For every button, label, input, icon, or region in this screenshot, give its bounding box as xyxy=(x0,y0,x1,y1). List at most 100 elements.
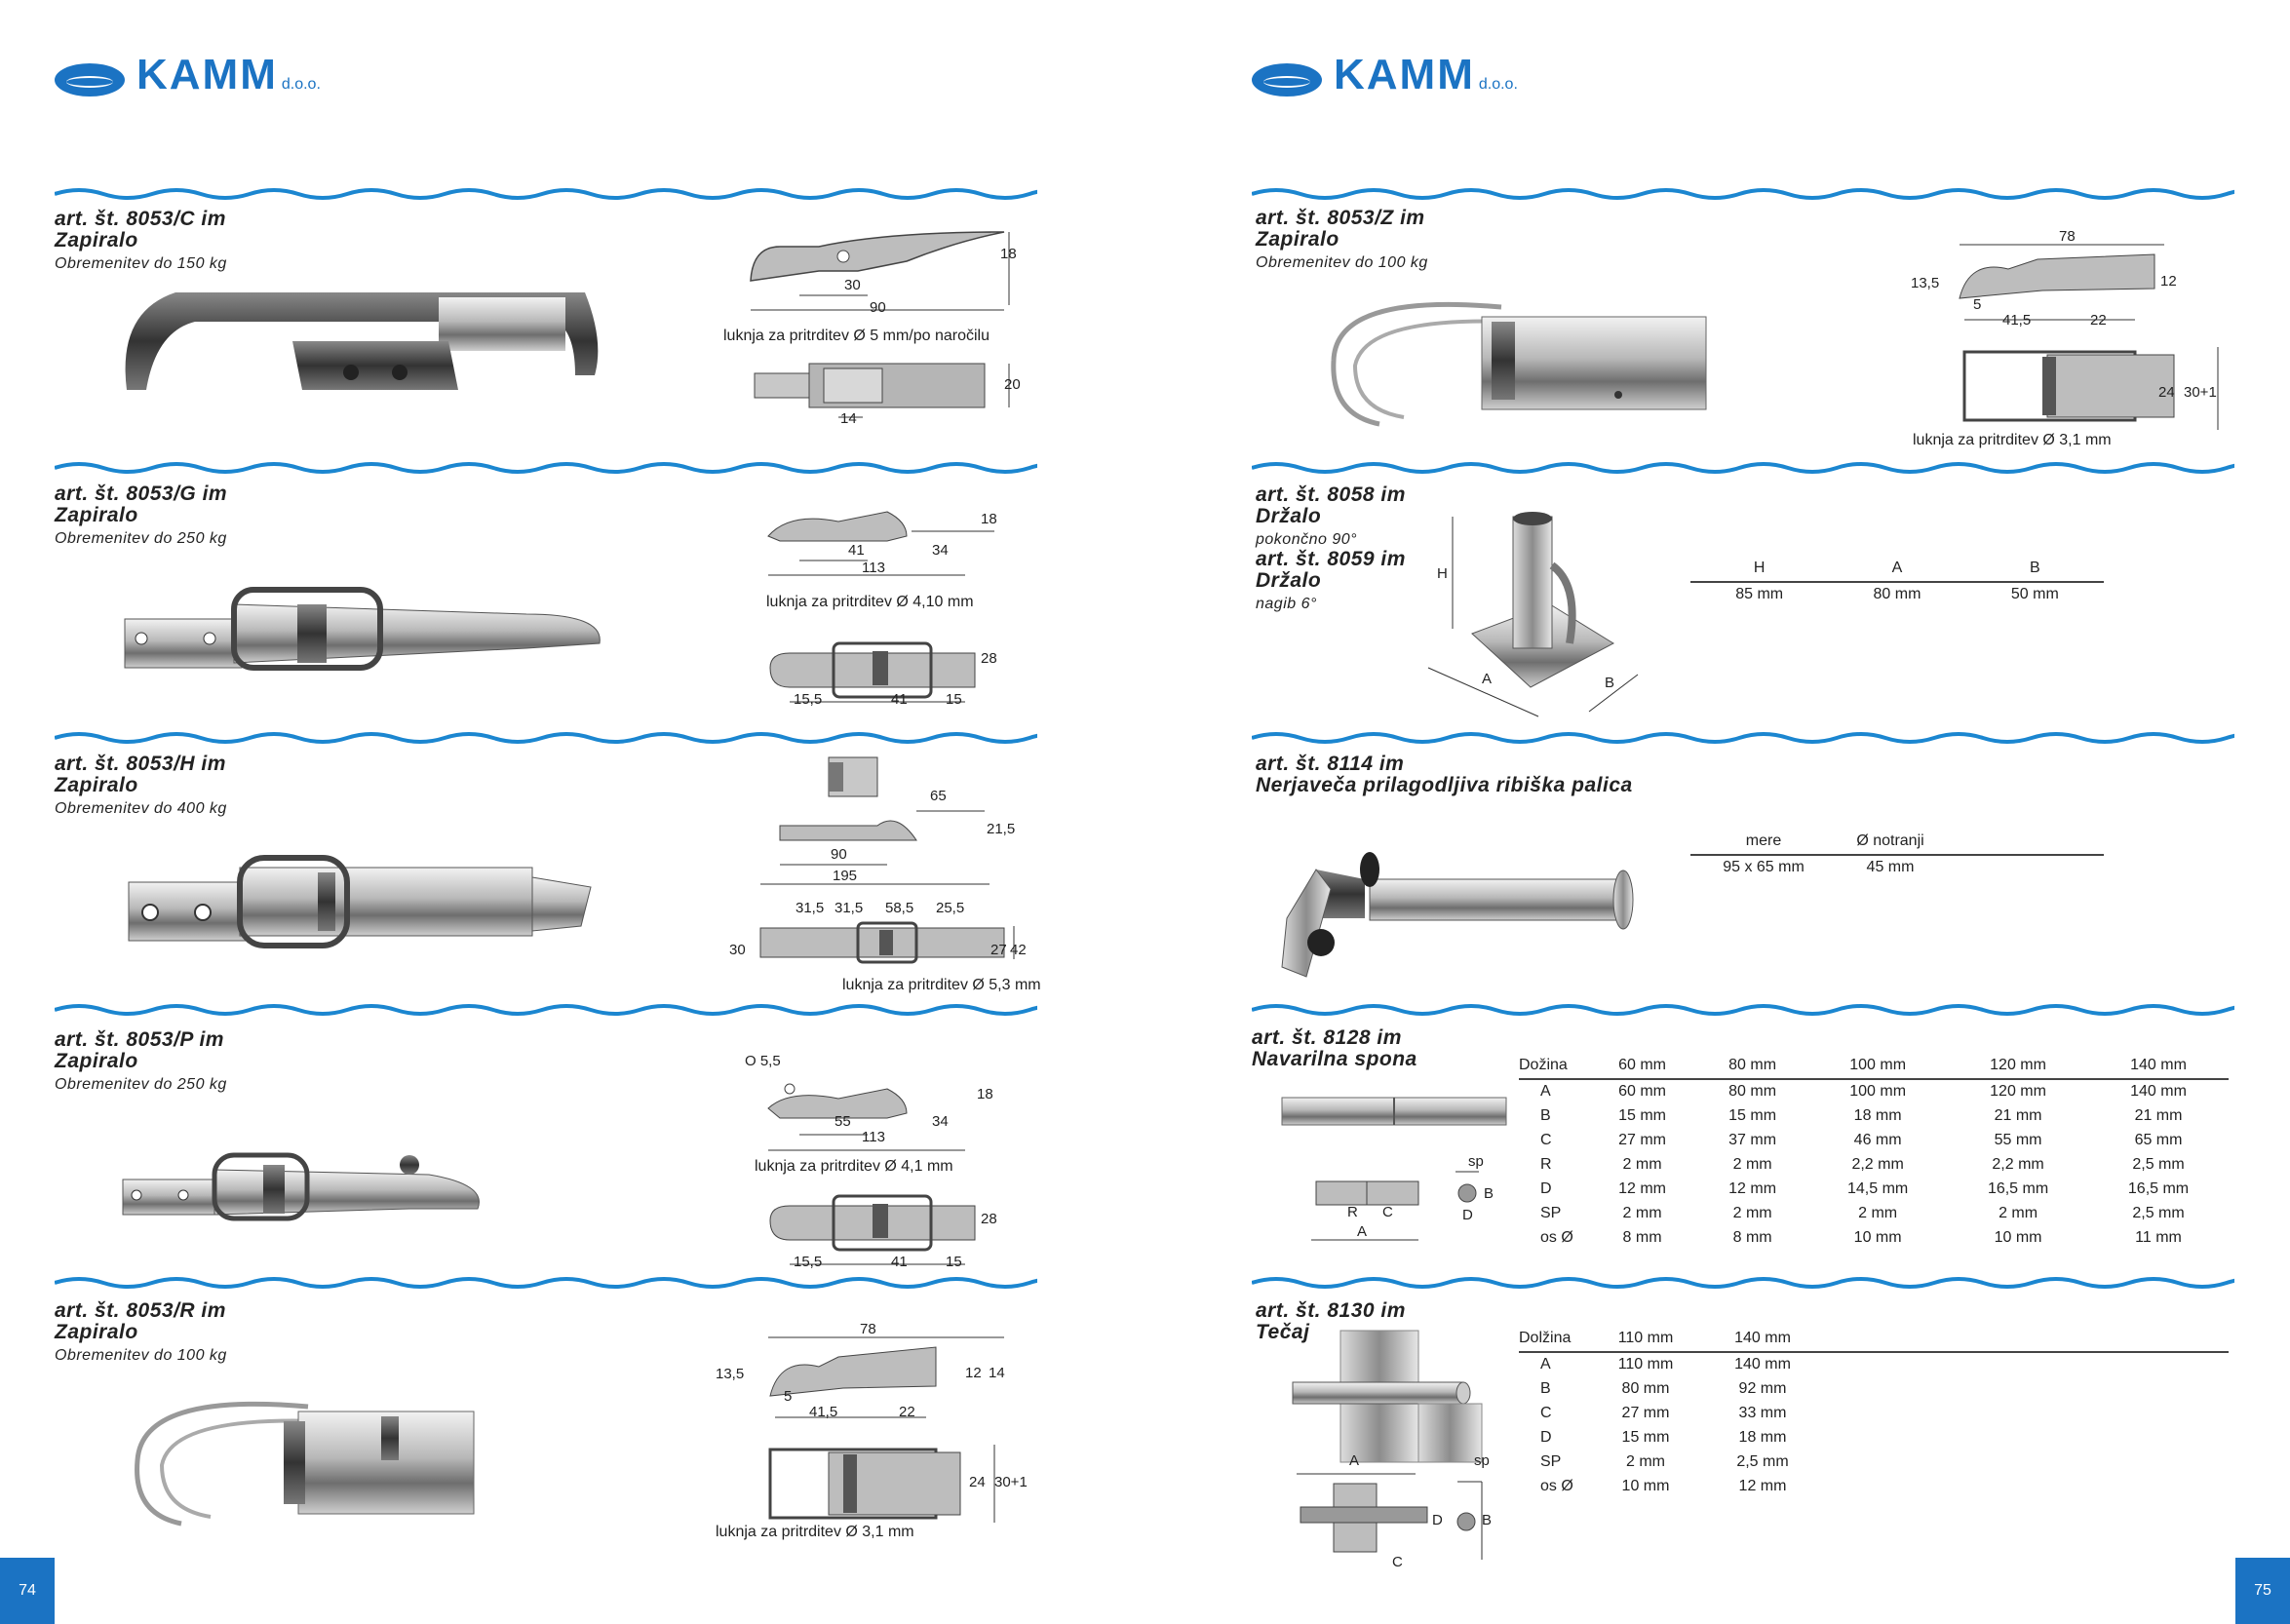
brand-name: KAMM xyxy=(136,51,278,98)
table-row: 95 x 65 mm 45 mm xyxy=(1723,859,1915,875)
table-cell: 80 mm xyxy=(1728,1083,1777,1100)
table-header: 110 mm xyxy=(1587,1328,1704,1353)
product-photo-8053p xyxy=(122,1152,480,1221)
dim-label: 18 xyxy=(981,511,997,527)
wave-divider xyxy=(55,462,1037,474)
dim-label: 90 xyxy=(870,299,886,316)
product-code: art. št. 8053/G im xyxy=(55,483,228,505)
product-title-8053r: art. št. 8053/R im Zapiralo Obremenitev … xyxy=(55,1300,227,1367)
row-label: C xyxy=(1540,1132,1552,1148)
spec-table-8058: H A B 85 mm 80 mm 50 mm xyxy=(1690,558,2104,607)
table-cell: 15 mm xyxy=(1618,1107,1666,1124)
table-header: 100 mm xyxy=(1807,1055,1949,1080)
table-cell: 16,5 mm xyxy=(1987,1180,2049,1197)
row-label: R xyxy=(1540,1156,1552,1173)
product-photo-8130 xyxy=(1292,1330,1483,1560)
product-photo-8053z xyxy=(1331,301,1707,427)
dim-label: C xyxy=(1392,1554,1403,1570)
row-label: os Ø xyxy=(1540,1229,1573,1246)
wave-divider xyxy=(1252,732,2234,744)
table-cell: 140 mm xyxy=(2130,1083,2187,1100)
table-cell: 10 mm xyxy=(1994,1229,2042,1246)
table-header: mere xyxy=(1690,831,1837,856)
dim-label: D xyxy=(1462,1207,1473,1223)
dim-label: 15 xyxy=(946,1254,962,1270)
product-name: Zapiralo xyxy=(55,1050,138,1072)
table-cell: 65 mm xyxy=(2134,1132,2183,1148)
dim-label: 5 xyxy=(784,1388,793,1405)
dim-label: 15,5 xyxy=(794,1254,823,1270)
table-cell: 2 mm xyxy=(1858,1205,1898,1221)
table-header: 140 mm xyxy=(1704,1328,1821,1353)
product-title-8053h: art. št. 8053/H im Zapiralo Obremenitev … xyxy=(55,754,227,820)
product-name: Držalo xyxy=(1256,505,1322,527)
dim-label: 41,5 xyxy=(2002,312,2032,329)
table-cell: 110 mm xyxy=(1617,1356,1674,1373)
product-code: art. št. 8053/R im xyxy=(55,1299,226,1322)
product-name: Zapiralo xyxy=(55,1321,138,1343)
dim-label: 22 xyxy=(899,1404,915,1420)
dim-label: 13,5 xyxy=(716,1366,745,1382)
product-variant: pokončno 90° xyxy=(1256,531,1358,548)
product-load: Obremenitev do 400 kg xyxy=(55,800,227,817)
product-load: Obremenitev do 250 kg xyxy=(55,530,227,547)
product-title-8053p: art. št. 8053/P im Zapiralo Obremenitev … xyxy=(55,1029,227,1096)
table-cell: 15 mm xyxy=(1728,1107,1777,1124)
dim-label: 55 xyxy=(834,1113,851,1130)
wave-divider xyxy=(1252,1004,2234,1016)
dim-label: 90 xyxy=(831,846,847,863)
product-photo-8058 xyxy=(1427,512,1639,717)
product-title-8053z: art. št. 8053/Z im Zapiralo Obremenitev … xyxy=(1256,208,1428,274)
dim-label: 42 xyxy=(1010,942,1027,958)
table-header: B xyxy=(1965,558,2104,583)
dim-label: 14 xyxy=(840,410,857,427)
table-cell: 21 mm xyxy=(2134,1107,2183,1124)
product-title-8053g: art. št. 8053/G im Zapiralo Obremenitev … xyxy=(55,483,227,550)
dim-label: 18 xyxy=(977,1086,993,1102)
dim-label: A xyxy=(1349,1452,1360,1469)
product-name: Nerjaveča prilagodljiva ribiška palica xyxy=(1256,774,1633,796)
dim-label: C xyxy=(1382,1204,1393,1220)
dim-label: sp xyxy=(1468,1153,1484,1170)
row-label: D xyxy=(1540,1180,1552,1197)
table-cell: 2 mm xyxy=(1626,1453,1665,1470)
hole-note: luknja za pritrditev Ø 3,1 mm xyxy=(1913,432,2112,448)
row-label: A xyxy=(1540,1356,1551,1373)
brand-suffix: d.o.o. xyxy=(281,76,321,93)
table-cell: 12 mm xyxy=(1738,1478,1787,1494)
table-header: Ø notranji xyxy=(1837,831,1944,856)
table-cell: 18 mm xyxy=(1853,1107,1902,1124)
dim-label: 30+1 xyxy=(2184,384,2217,401)
wave-divider xyxy=(1252,462,2234,474)
table-cell: 55 mm xyxy=(1994,1132,2042,1148)
product-name: Držalo xyxy=(1256,569,1322,592)
brand-suffix: d.o.o. xyxy=(1478,76,1518,93)
product-photo-8053h xyxy=(128,855,592,948)
table-cell: 12 mm xyxy=(1618,1180,1666,1197)
table-cell: 16,5 mm xyxy=(2127,1180,2190,1197)
dim-label: 41 xyxy=(848,542,865,559)
dim-label: 5 xyxy=(1973,296,1982,313)
dim-label: 41 xyxy=(891,1254,908,1270)
dim-label: 78 xyxy=(2059,228,2076,245)
dim-label: 31,5 xyxy=(796,900,825,916)
dim-label: 18 xyxy=(1000,246,1017,262)
wave-divider xyxy=(1252,188,2234,200)
dim-label: 30+1 xyxy=(994,1474,1028,1490)
table-cell: 33 mm xyxy=(1738,1405,1787,1421)
dim-label: 113 xyxy=(862,1129,885,1145)
product-title-8053c: art. št. 8053/C im Zapiralo Obremenitev … xyxy=(55,209,227,275)
row-label: os Ø xyxy=(1540,1478,1573,1494)
product-code: art. št. 8053/C im xyxy=(55,208,226,230)
table-cell: 10 mm xyxy=(1621,1478,1670,1494)
table-header: Dolžina xyxy=(1519,1328,1587,1353)
table-header: 60 mm xyxy=(1587,1055,1698,1080)
table-cell: 27 mm xyxy=(1621,1405,1670,1421)
table-header: 140 mm xyxy=(2088,1055,2229,1080)
